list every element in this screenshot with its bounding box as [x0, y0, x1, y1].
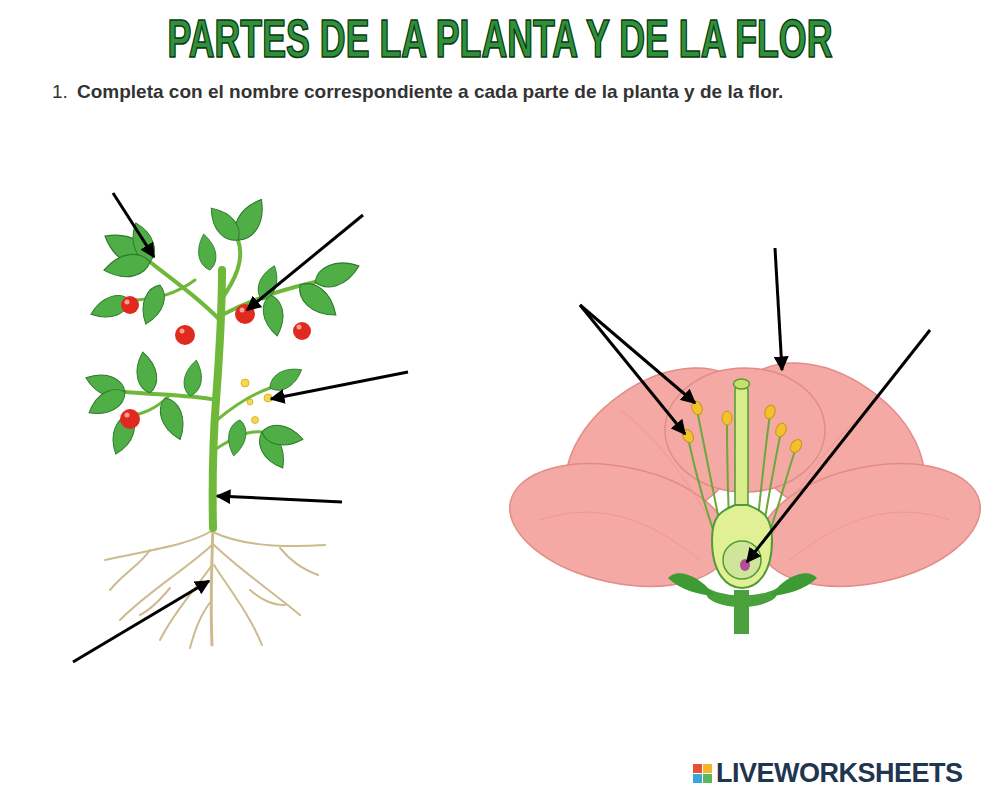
roots: [105, 525, 325, 648]
instruction: Completa con el nombre correspondiente a…: [77, 81, 783, 104]
plant-flowers: [241, 379, 272, 424]
exercise-number: 1.: [52, 81, 68, 104]
tomatoes: [120, 296, 311, 429]
leader-arrows: [73, 193, 930, 662]
worksheet-title: PARTES DE LA PLANTA Y DE LA FLOR: [69, 6, 930, 71]
stem: [125, 240, 315, 528]
receptacle: [668, 573, 817, 634]
watermark: LIVEWORKSHEETS: [716, 757, 963, 789]
leaves: [83, 194, 363, 473]
watermark-logo: [693, 764, 712, 783]
pistil: [712, 379, 772, 588]
petals: [498, 329, 991, 605]
